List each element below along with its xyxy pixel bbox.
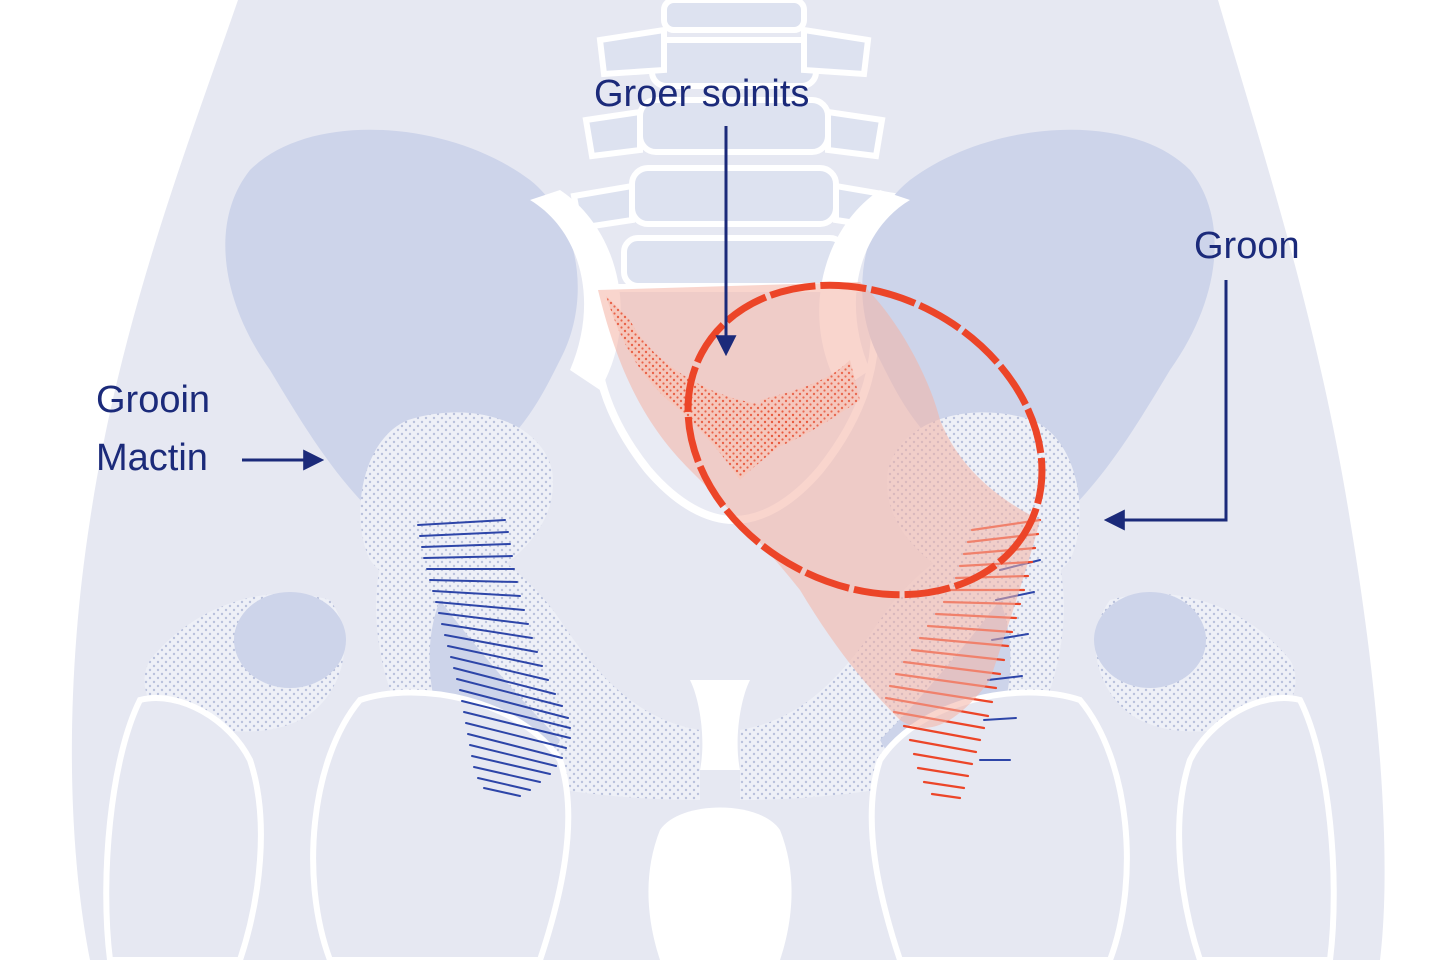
label-groer-soinits: Groer soinits xyxy=(594,73,810,115)
lumbar-spine xyxy=(570,0,898,289)
label-mactin: Mactin xyxy=(96,437,208,479)
left-muscle-hatching xyxy=(417,519,571,797)
focus-ring xyxy=(684,281,1046,599)
left-hip-joint xyxy=(103,412,554,960)
label-grooin: Grooin xyxy=(96,379,211,421)
elbow-arrow-left-icon xyxy=(1103,280,1228,531)
label-groon: Groon xyxy=(1194,225,1300,267)
annotation-arrows xyxy=(242,126,1228,531)
highlight-region xyxy=(598,282,1040,728)
